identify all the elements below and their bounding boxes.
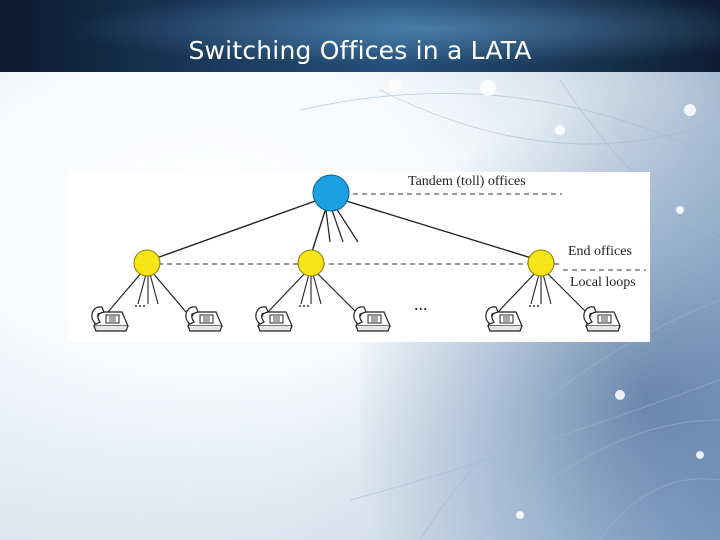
title-bar (0, 0, 720, 72)
telephone-icon (353, 306, 391, 332)
ellipsis-1: ... (134, 294, 146, 311)
end-office-node-2 (297, 249, 325, 277)
trunk-line-1 (150, 199, 319, 261)
tandem-spoke-1 (325, 209, 331, 243)
end-offices-label: End offices (568, 244, 632, 259)
local-loops-label: Local loops (570, 275, 636, 290)
title-bar-glow (0, 0, 720, 72)
loop-1b (151, 271, 187, 313)
tandem-office-node (312, 174, 350, 212)
telephone-icon (185, 306, 223, 332)
ellipsis-4: ... (528, 294, 540, 311)
telephone-icon (255, 306, 293, 332)
lata-diagram: Tandem (toll) offices End offices Local … (68, 172, 650, 342)
trunk-line-3 (342, 199, 539, 261)
loop-3e (542, 273, 552, 305)
loop-3b (545, 271, 587, 313)
telephone-icon (583, 306, 621, 332)
tandem-spoke-2 (331, 209, 344, 243)
lata-diagram-svg (91, 174, 646, 332)
telephone-icon (485, 306, 523, 332)
loop-2e (312, 273, 322, 305)
tandem-offices-label: Tandem (toll) offices (408, 174, 526, 189)
ellipsis-2: ... (298, 294, 310, 311)
loop-1a (107, 271, 143, 313)
telephone-icon (91, 306, 129, 332)
end-office-node-3 (527, 249, 555, 277)
loop-1c (137, 273, 147, 305)
loop-2a (267, 271, 307, 313)
ellipsis-3: ... (414, 294, 428, 314)
loop-2c (300, 273, 310, 305)
tandem-spoke-3 (335, 207, 359, 243)
loop-2b (315, 271, 357, 313)
loop-3c (530, 273, 540, 305)
slide-title: Switching Offices in a LATA (188, 36, 532, 65)
loop-1e (149, 273, 159, 305)
loop-3a (497, 271, 537, 313)
end-office-node-1 (133, 249, 161, 277)
